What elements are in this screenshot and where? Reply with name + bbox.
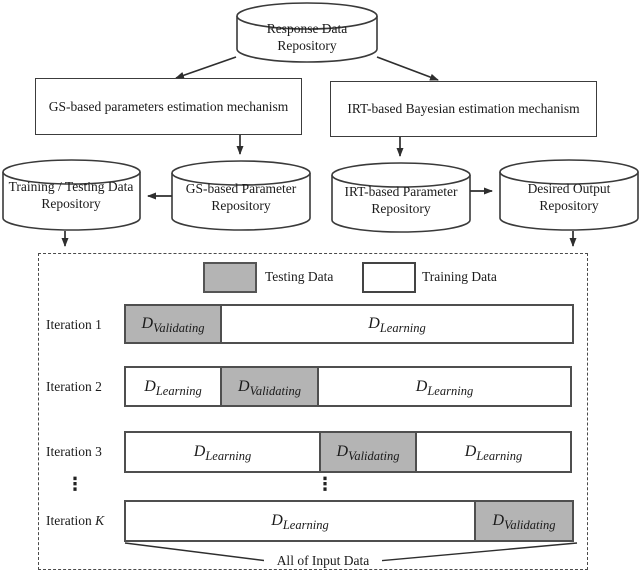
- iteration-3-label: Iteration 3: [46, 444, 102, 459]
- arrow-response-to-irt: [376, 56, 439, 81]
- all-input-data-label: All of Input Data: [264, 553, 382, 569]
- segment-validating: DValidating: [124, 304, 222, 344]
- cylinder-gs-parameter-repository: [171, 160, 311, 231]
- legend-training-label: Training Data: [422, 269, 497, 284]
- segment-label: DLearning: [193, 443, 252, 463]
- segment-label: DValidating: [336, 443, 400, 463]
- segment-learning: DLearning: [124, 366, 222, 407]
- segment-label: DLearning: [144, 377, 202, 398]
- cylinder-training-testing-repository: [2, 159, 141, 231]
- iteration-2-bar: DLearning DValidating DLearning: [124, 366, 576, 407]
- segment-label: DValidating: [492, 512, 556, 532]
- irt-repository-label: IRT-based Parameter Repository: [344, 184, 458, 216]
- iteration-1-bar: DValidating DLearning: [124, 304, 576, 344]
- irt-mechanism-label: IRT-based Bayesian estimation mechanism: [347, 101, 580, 116]
- irt-mechanism-box: IRT-based Bayesian estimation mechanism: [330, 81, 597, 137]
- segment-label: DLearning: [415, 377, 474, 398]
- output-repository-label: Desired Output Repository: [527, 181, 611, 213]
- legend-testing-swatch: [203, 262, 257, 293]
- segment-learning: DLearning: [124, 500, 476, 542]
- iteration-1-label: Iteration 1: [46, 317, 102, 332]
- gs-mechanism-label: GS-based parameters estimation mechanism: [48, 98, 289, 114]
- ellipsis-middle: ⋮: [316, 474, 334, 495]
- cylinder-response-data-repository: [236, 2, 378, 63]
- segment-validating: DValidating: [474, 500, 574, 542]
- segment-validating: DValidating: [220, 366, 319, 407]
- legend-testing-label: Testing Data: [265, 269, 334, 284]
- segment-label: DValidating: [238, 377, 301, 398]
- response-repository-label: Response Data Repository: [266, 21, 348, 53]
- ellipsis-left: ⋮: [66, 474, 84, 495]
- iteration-3-bar: DLearning DValidating DLearning: [124, 431, 576, 473]
- cylinder-desired-output-repository: [499, 159, 639, 231]
- segment-label: DValidating: [141, 315, 205, 335]
- segment-learning: DLearning: [220, 304, 574, 344]
- training-repository-label: Training / Testing Data Repository: [8, 179, 134, 211]
- brace-right-line: [377, 542, 578, 562]
- brace-left-line: [124, 542, 269, 562]
- segment-label: DLearning: [464, 443, 523, 463]
- cross-validation-panel: [38, 253, 588, 570]
- gs-repository-label: GS-based Parameter Repository: [185, 181, 297, 213]
- gs-mechanism-box: GS-based parameters estimation mechanism: [35, 78, 302, 135]
- segment-learning: DLearning: [124, 431, 321, 473]
- segment-learning: DLearning: [415, 431, 572, 473]
- legend-training-swatch: [362, 262, 416, 293]
- segment-label: DLearning: [368, 315, 426, 335]
- segment-validating: DValidating: [319, 431, 417, 473]
- arrow-response-to-gs: [175, 56, 237, 79]
- iteration-k-bar: DLearning DValidating: [124, 500, 576, 542]
- segment-learning: DLearning: [317, 366, 572, 407]
- segment-label: DLearning: [271, 512, 329, 532]
- cylinder-irt-parameter-repository: [331, 162, 471, 233]
- iteration-k-label: Iteration K: [46, 513, 105, 528]
- iteration-2-label: Iteration 2: [46, 379, 102, 394]
